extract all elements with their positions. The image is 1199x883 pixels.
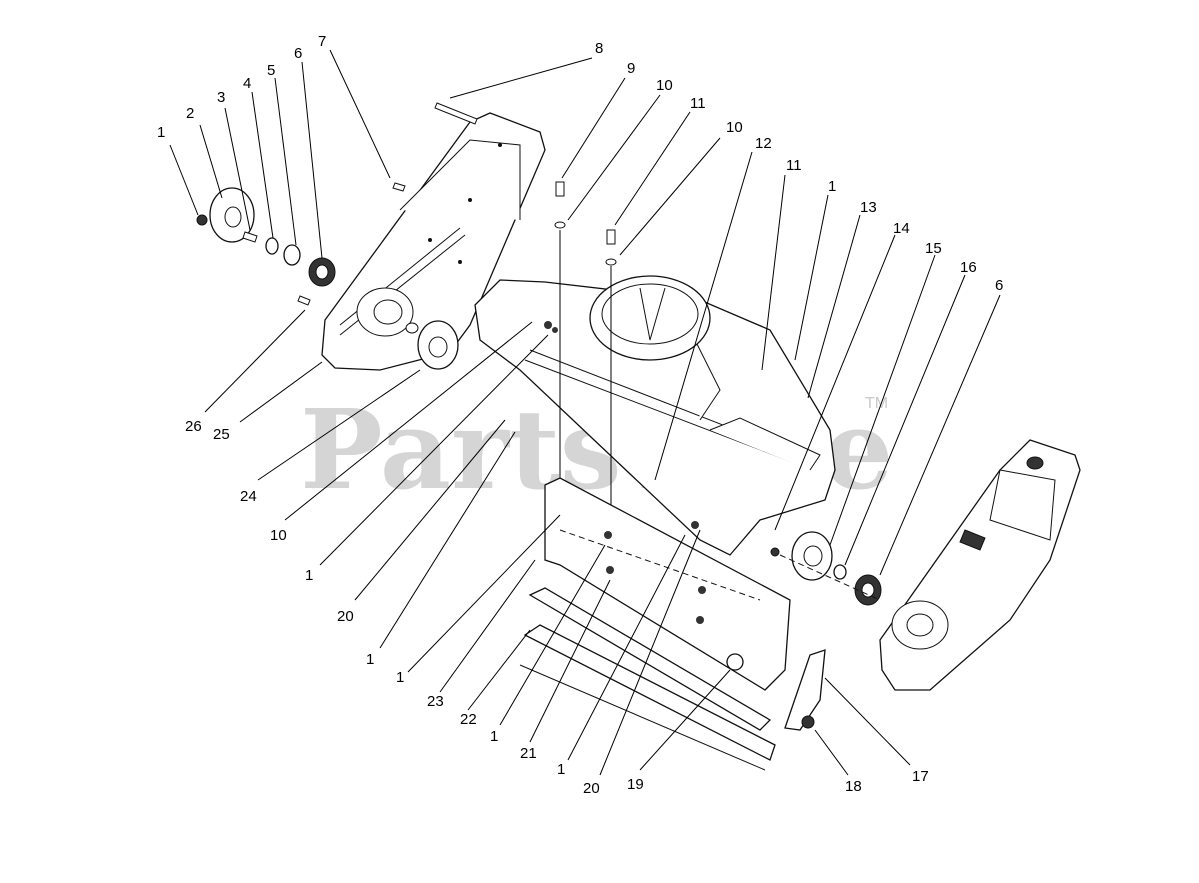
- callout-9: 9: [627, 60, 635, 77]
- callout-20: 20: [337, 608, 354, 625]
- scraper-plate: [544, 477, 791, 691]
- callout-15: 15: [925, 240, 942, 257]
- callout-1-e: 1: [396, 669, 404, 686]
- callout-20-b: 20: [583, 780, 600, 797]
- callout-10: 10: [656, 77, 673, 94]
- callout-26: 26: [185, 418, 202, 435]
- callout-3: 3: [217, 89, 225, 106]
- callout-1-d: 1: [366, 651, 374, 668]
- callout-1-g: 1: [557, 761, 565, 778]
- knob-part: [726, 653, 744, 671]
- callout-6-b: 6: [995, 277, 1003, 294]
- callout-7: 7: [318, 33, 326, 50]
- watermark-trademark: TM: [865, 395, 888, 412]
- callout-6: 6: [294, 45, 302, 62]
- callout-5: 5: [267, 62, 275, 79]
- callout-4: 4: [243, 75, 251, 92]
- chute-ring: [589, 275, 711, 361]
- callout-11: 11: [690, 95, 706, 112]
- callout-22: 22: [460, 711, 477, 728]
- right-side-housing: [879, 439, 1081, 691]
- leader-lines: [169, 49, 1001, 776]
- callout-16: 16: [960, 259, 977, 276]
- callout-10-b: 10: [726, 119, 743, 136]
- left-side-housing: [321, 112, 546, 371]
- callout-19: 19: [627, 776, 644, 793]
- callout-2: 2: [186, 105, 194, 122]
- left-bearing-flange: [417, 320, 459, 370]
- callout-10-c: 10: [270, 527, 287, 544]
- callout-14: 14: [893, 220, 910, 237]
- callout-1-f: 1: [490, 728, 498, 745]
- callout-13: 13: [860, 199, 877, 216]
- callout-21: 21: [520, 745, 537, 762]
- skid-rails: [519, 587, 776, 771]
- callout-8: 8: [595, 40, 603, 57]
- callout-23: 23: [427, 693, 444, 710]
- callout-24: 24: [240, 488, 257, 505]
- auger-housing: [474, 279, 836, 556]
- callout-12: 12: [755, 135, 772, 152]
- callout-18: 18: [845, 778, 862, 795]
- callout-labels: 1 2 3 4 5 6 7 8 9 10 11 10 12 11 1 13 14…: [157, 33, 1003, 797]
- callout-11-b: 11: [786, 157, 802, 174]
- callout-25: 25: [213, 426, 230, 443]
- callout-1: 1: [157, 124, 165, 141]
- right-bearing-parts: [770, 531, 882, 606]
- skid-shoe: [784, 649, 826, 731]
- callout-1-b: 1: [828, 178, 836, 195]
- callout-17: 17: [912, 768, 929, 785]
- top-bolts: [554, 181, 617, 520]
- left-small-parts: [196, 102, 478, 306]
- callout-1-c: 1: [305, 567, 313, 584]
